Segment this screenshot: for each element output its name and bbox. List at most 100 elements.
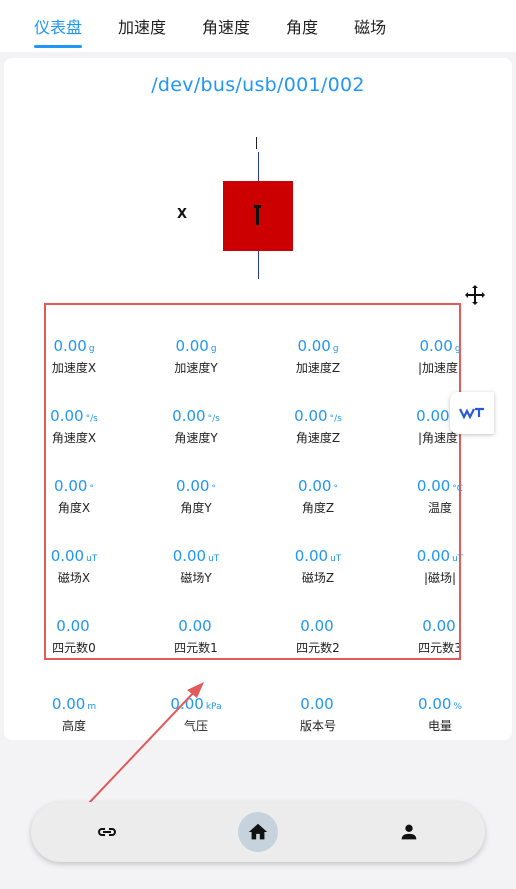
tab-angular-velocity[interactable]: 角速度 — [202, 18, 251, 37]
reading-label: 高度 — [61, 719, 86, 733]
reading-value-line: 0.00°/s — [14, 406, 134, 425]
reading-unit: ° — [333, 484, 338, 494]
move-icon[interactable] — [463, 283, 487, 307]
reading-label: 四元数3 — [418, 641, 462, 655]
reading-value-line: 0.00° — [136, 476, 256, 495]
reading-unit: °/s — [329, 414, 342, 424]
tab-acceleration[interactable]: 加速度 — [118, 18, 167, 37]
reading-label: 气压 — [183, 719, 208, 733]
reading-unit: °/s — [85, 414, 98, 424]
tab-dashboard[interactable]: 仪表盘 — [34, 0, 83, 48]
reading-value-line: 0.00 — [258, 616, 378, 635]
reading-value: 0.00 — [50, 547, 85, 565]
reading-value-line: 0.00°/s — [258, 406, 378, 425]
reading-value-line: 0.00% — [380, 694, 500, 713]
reading-value-line: 0.00° — [14, 476, 134, 495]
reading-label: 磁场Y — [180, 571, 212, 585]
reading-unit: ° — [211, 484, 216, 494]
reading-value: 0.00 — [172, 547, 207, 565]
top-tab-bar: 仪表盘 加速度 角速度 角度 磁场 — [0, 0, 516, 52]
reading-label: 加速度Y — [174, 361, 218, 375]
reading-value-line: 0.00 — [14, 616, 134, 635]
reading-label: 角度X — [57, 501, 91, 515]
reading-cell: 0.00°/s 角速度X — [14, 406, 134, 446]
reading-label: 版本号 — [299, 719, 336, 733]
reading-value-line: 0.00°C — [380, 476, 500, 495]
orientation-marker — [254, 205, 261, 225]
reading-unit: kPa — [205, 702, 222, 712]
reading-value: 0.00 — [418, 695, 452, 713]
reading-label: 角速度X — [51, 431, 97, 445]
reading-value: 0.00 — [172, 407, 206, 425]
floating-logo-button[interactable] — [450, 392, 494, 434]
reading-value: 0.00 — [176, 477, 210, 495]
reading-label: 加速度X — [51, 361, 97, 375]
reading-value: 0.00 — [419, 337, 453, 355]
reading-value: 0.00 — [300, 695, 334, 713]
reading-unit: uT — [86, 554, 98, 564]
reading-cell: 0.00%电量 — [380, 694, 500, 734]
tab-angle[interactable]: 角度 — [286, 18, 319, 37]
reading-unit: g — [332, 344, 339, 354]
nav-profile-button[interactable] — [389, 812, 429, 852]
reading-unit: °C — [452, 484, 464, 494]
tab-magnetic-field[interactable]: 磁场 — [354, 18, 387, 37]
reading-label: |角速度| — [417, 431, 463, 445]
reading-value-line: 0.00 — [258, 694, 378, 713]
orientation-x-label: X — [177, 207, 188, 222]
reading-unit: % — [453, 702, 462, 712]
reading-value: 0.00 — [50, 407, 84, 425]
reading-value: 0.00 — [56, 617, 90, 635]
reading-unit: m — [87, 702, 97, 712]
reading-unit: uT — [330, 554, 342, 564]
device-path: /dev/bus/usb/001/002 — [151, 74, 365, 96]
reading-label: 角度Z — [301, 501, 335, 515]
reading-value-line: 0.00 — [136, 616, 256, 635]
reading-value: 0.00 — [297, 337, 331, 355]
person-icon — [401, 824, 417, 840]
reading-value: 0.00 — [422, 617, 456, 635]
nav-link-button[interactable] — [87, 812, 127, 852]
reading-value: 0.00 — [54, 477, 88, 495]
reading-label: |磁场| — [423, 571, 457, 585]
reading-value-line: 0.00° — [258, 476, 378, 495]
reading-label: 电量 — [427, 719, 452, 733]
reading-value: 0.00 — [300, 617, 334, 635]
orientation-box — [223, 181, 293, 251]
reading-value: 0.00 — [416, 547, 451, 565]
reading-value-line: 0.00 — [380, 616, 500, 635]
reading-cell: 0.00° 角度Z — [258, 476, 378, 516]
reading-label: 磁场Z — [301, 571, 335, 585]
reading-unit: g — [454, 344, 461, 354]
nav-home-button[interactable] — [238, 812, 278, 852]
reading-label: |加速度| — [417, 361, 463, 375]
wit-logo-icon — [459, 407, 484, 420]
